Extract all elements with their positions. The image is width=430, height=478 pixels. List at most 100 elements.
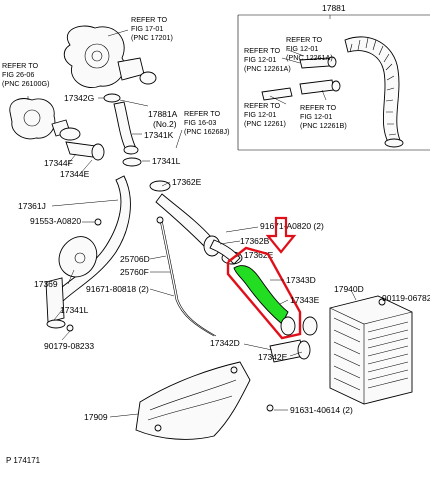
intercooler-edges xyxy=(329,307,413,404)
label-17341l-b: 17341L xyxy=(60,305,89,315)
inset-ref1-line3: (PNC 12261A) xyxy=(244,64,291,73)
left-clamp xyxy=(59,127,81,141)
label-17344f: 17344F xyxy=(44,158,73,168)
intercooler-side-fins xyxy=(333,317,361,391)
highlight-arrow-icon xyxy=(265,216,297,254)
leader-17881a xyxy=(119,99,149,107)
hose-17341k-end xyxy=(123,145,139,155)
inset-ref4-line1: REFER TO xyxy=(300,103,336,112)
leader-17343e xyxy=(279,299,289,305)
clamp-17342g xyxy=(103,93,121,103)
rod-top-fitting xyxy=(156,216,164,224)
bracket-17369 xyxy=(58,236,98,278)
leader-17909 xyxy=(109,413,139,418)
inset-ref4-line2: FIG 12-01 xyxy=(300,112,332,121)
inset-clamp-b xyxy=(331,80,341,92)
label-17881a: 17881A xyxy=(148,109,178,119)
label-17362e-a: 17362E xyxy=(172,177,202,187)
leader-17362b xyxy=(219,240,241,245)
highlight-frame xyxy=(226,246,302,340)
turbo-outlet-flange xyxy=(139,71,157,85)
bracket-17369-hole xyxy=(74,252,86,264)
left-housing-port xyxy=(23,109,41,127)
inset-pipe-b xyxy=(261,87,293,101)
ref-26100-line3: (PNC 26100G) xyxy=(2,79,50,88)
inset-leader-4 xyxy=(321,89,327,101)
bolt-91553 xyxy=(94,218,102,226)
ref-16268-line3: (PNC 16268J) xyxy=(184,127,230,136)
label-17343e: 17343E xyxy=(290,295,320,305)
leader-17361j xyxy=(51,199,119,207)
turbo-housing-ring xyxy=(84,43,110,69)
inset-hose-end xyxy=(384,138,404,148)
turbo-hub xyxy=(91,50,103,62)
hose-17341k xyxy=(113,101,137,151)
pipe-center xyxy=(155,193,213,247)
label-91671-b: 91671-80818 (2) xyxy=(86,284,149,294)
leader-91671-b xyxy=(149,288,175,297)
left-housing xyxy=(9,98,56,140)
clamp-lower-a xyxy=(280,316,296,336)
inset-pipe-c xyxy=(299,79,335,95)
label-91631: 91631-40614 (2) xyxy=(290,405,353,415)
intercooler-body xyxy=(329,295,413,405)
clamp-17341l-upper xyxy=(122,157,142,167)
leader-90119 xyxy=(379,297,385,301)
ref-26100-line2: FIG 26-06 xyxy=(2,70,34,79)
clamp-17362e-upper xyxy=(149,180,171,192)
label-17361j: 17361J xyxy=(18,201,46,211)
inset-leader-2 xyxy=(287,49,305,57)
label-17909: 17909 xyxy=(84,412,108,422)
inset-group: 17881 REFER TO FIG 12-01 (PNC 12261A) RE… xyxy=(237,3,430,151)
label-17344e: 17344E xyxy=(60,169,90,179)
left-pipe-group: 17361J 91553-A0820 17369 17341L 90179-08… xyxy=(18,175,131,351)
inset-clamp-a xyxy=(327,56,337,68)
leader-91671-a xyxy=(225,226,259,233)
label-17342e: 17342E xyxy=(258,352,288,362)
inset-hose-ribs xyxy=(349,37,397,136)
inset-ref3-line3: (PNC 12261) xyxy=(244,119,286,128)
leader-17940d xyxy=(351,291,357,301)
label-90119: 90119-06782 xyxy=(382,293,430,303)
upper-center-group: 17342G 17881A (No.2) 17341K REFER TO FIG… xyxy=(64,93,230,167)
inset-ref2-line2: FIG 12-01 xyxy=(286,44,318,53)
leader-17344e xyxy=(79,159,93,175)
clamp-17341l-lower xyxy=(46,319,66,329)
rod-group: 25706D 25760F 91671-80818 (2) xyxy=(86,216,217,337)
label-17342d: 17342D xyxy=(210,338,240,348)
leader-25706d xyxy=(149,255,167,260)
inset-leader-3 xyxy=(269,95,287,105)
label-90179: 90179-08233 xyxy=(44,341,94,351)
leader-17341l-b xyxy=(53,309,63,321)
ref-26100-line1: REFER TO xyxy=(2,61,38,70)
leader-17342e xyxy=(289,351,303,357)
leader-17201 xyxy=(107,29,129,37)
label-17369: 17369 xyxy=(34,279,58,289)
hose-17344f-end xyxy=(91,143,105,161)
highlight-group: 17343D 17343E xyxy=(226,216,320,340)
pipe-lower-left xyxy=(45,277,65,323)
label-17362b: 17362B xyxy=(240,236,270,246)
turbocharger-body xyxy=(63,25,125,88)
bolt-90179 xyxy=(66,324,74,332)
leader-17344f xyxy=(67,153,77,165)
rod-25760f-edge xyxy=(161,219,217,337)
center-pipe-group: 17362E 91671-A0820 (2) 17362B 17362E xyxy=(149,177,324,265)
inset-ref1-line1: REFER TO xyxy=(244,46,280,55)
label-17881: 17881 xyxy=(322,3,346,13)
label-91553: 91553-A0820 xyxy=(30,216,81,226)
ref-17201-line3: (PNC 17201) xyxy=(131,33,173,42)
duct-clip-a xyxy=(154,424,162,432)
intercooler-fins xyxy=(367,321,409,389)
left-assembly-group: REFER TO FIG 26-06 (PNC 26100G) 17344F 1… xyxy=(2,61,105,179)
inset-ref3-line2: FIG 12-01 xyxy=(244,110,276,119)
clamp-17342e xyxy=(297,340,311,360)
inset-leader-1 xyxy=(281,57,301,64)
label-17362e-b: 17362E xyxy=(244,250,274,260)
ref-16268-line1: REFER TO xyxy=(184,109,220,118)
label-17343d: 17343D xyxy=(286,275,316,285)
leader-17369 xyxy=(67,269,75,285)
leader-17362e-a xyxy=(161,181,171,187)
